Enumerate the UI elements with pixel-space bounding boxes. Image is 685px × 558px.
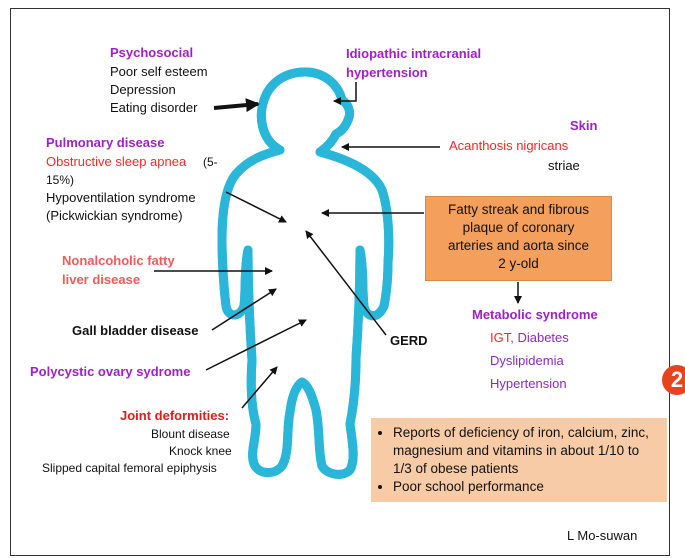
fatty-streak-line: 2 y-old xyxy=(426,255,611,273)
reports-list: Reports of deficiency of iron, calcium, … xyxy=(379,424,659,496)
fatty-streak-line: plaque of coronary xyxy=(426,219,611,237)
arrow-psychosocial xyxy=(214,104,258,108)
joint-title: Joint deformities: xyxy=(120,407,229,425)
joint-item: Knock knee xyxy=(169,443,232,460)
psychosocial-item: Depression xyxy=(110,81,176,99)
nafld-line1: Nonalcoholic fatty xyxy=(62,252,175,270)
metabolic-igt: IGT xyxy=(490,330,510,345)
gerd-label: GERD xyxy=(390,332,428,350)
arrow-pulmonary xyxy=(226,192,286,222)
iih-label-line2: hypertension xyxy=(346,64,428,82)
pcos-label: Polycystic ovary sydrome xyxy=(30,363,190,381)
pulmonary-hypoventilation: Hypoventilation syndrome xyxy=(46,189,196,207)
pulmonary-osa-pct-b: 15%) xyxy=(46,172,74,189)
joint-item: Blount disease xyxy=(151,426,230,443)
joint-item: Slipped capital femoral epiphysis xyxy=(42,460,217,477)
skin-title: Skin xyxy=(570,117,597,135)
reports-item: Reports of deficiency of iron, calcium, … xyxy=(393,424,659,478)
metabolic-hypertension: Hypertension xyxy=(490,375,567,393)
reports-item: Poor school performance xyxy=(393,478,659,496)
psychosocial-title: Psychosocial xyxy=(110,44,193,62)
pulmonary-osa-pct-a: (5- xyxy=(203,154,218,171)
reports-box: Reports of deficiency of iron, calcium, … xyxy=(371,418,667,502)
metabolic-diabetes: Diabetes xyxy=(517,330,568,345)
credit-label: L Mo-suwan xyxy=(567,527,637,545)
page-badge: 2 xyxy=(662,365,685,395)
arrow-gerd xyxy=(306,231,386,335)
nafld-line2: liver disease xyxy=(62,271,140,289)
fatty-streak-line: arteries and aorta since xyxy=(426,237,611,255)
skin-striae: striae xyxy=(548,157,580,175)
gallbladder-label: Gall bladder disease xyxy=(72,322,198,340)
psychosocial-item: Eating disorder xyxy=(110,99,197,117)
fatty-streak-line: Fatty streak and fibrous xyxy=(426,201,611,219)
metabolic-title: Metabolic syndrome xyxy=(472,306,598,324)
child-silhouette xyxy=(222,72,389,474)
pulmonary-osa: Obstructive sleep apnea xyxy=(46,153,186,171)
psychosocial-item: Poor self esteem xyxy=(110,63,208,81)
pulmonary-pickwickian: (Pickwickian syndrome) xyxy=(46,207,183,225)
fatty-streak-box: Fatty streak and fibrous plaque of coron… xyxy=(425,196,612,281)
pulmonary-title: Pulmonary disease xyxy=(46,134,165,152)
skin-acanthosis: Acanthosis nigricans xyxy=(449,137,568,155)
metabolic-dyslipidemia: Dyslipidemia xyxy=(490,352,564,370)
metabolic-igt-row: IGT, Diabetes xyxy=(490,329,569,347)
iih-label-line1: Idiopathic intracranial xyxy=(346,45,481,63)
